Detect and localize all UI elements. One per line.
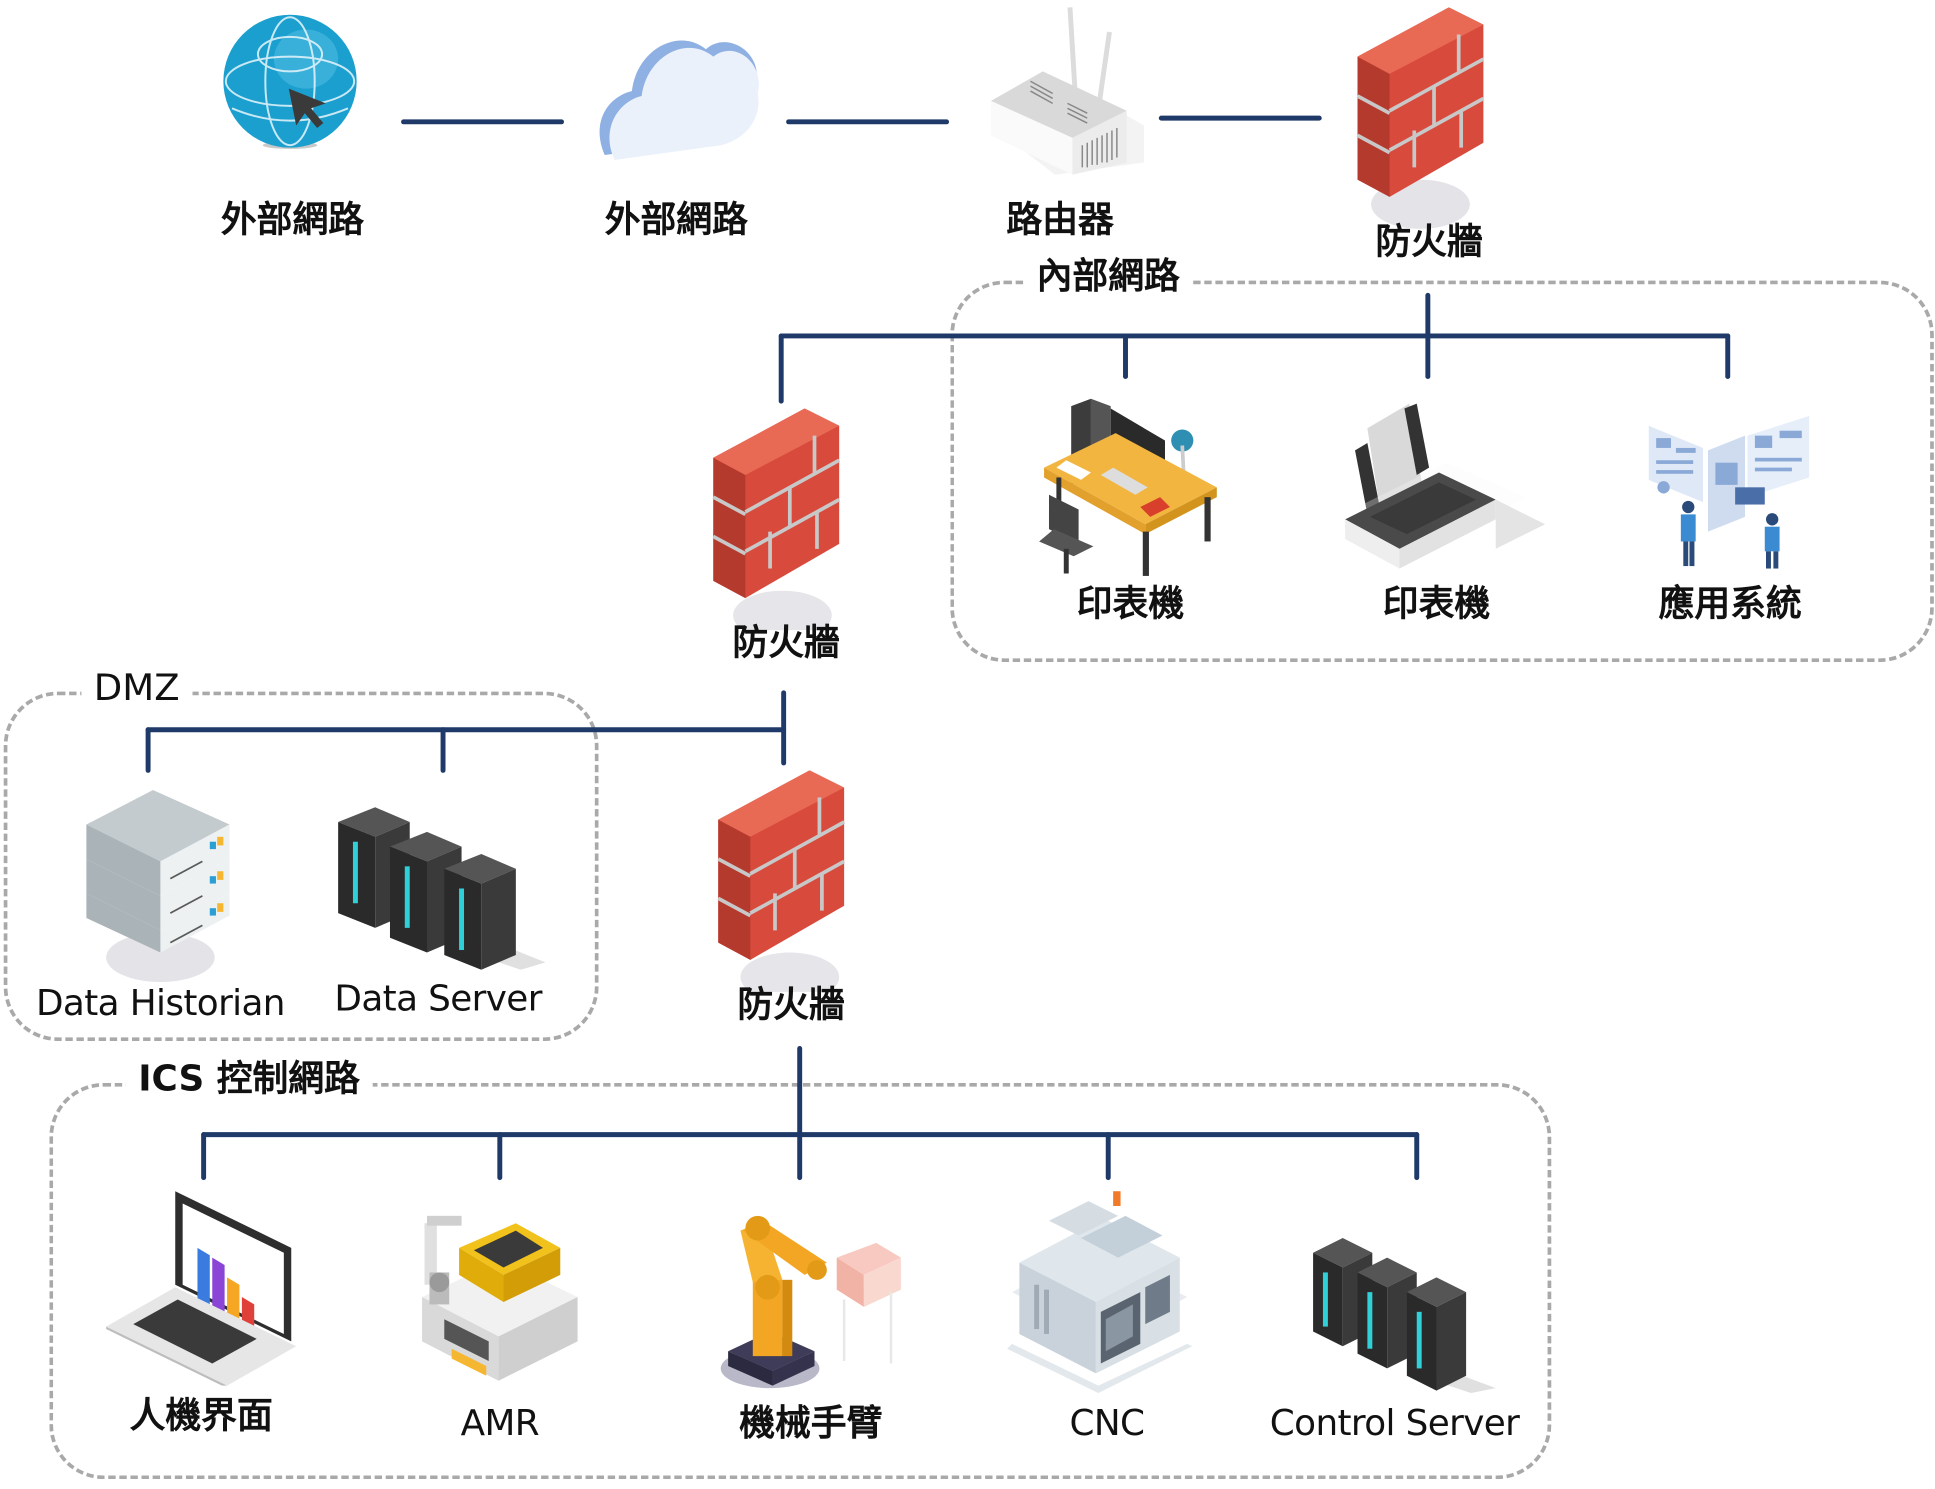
node-label-data-server: Data Server bbox=[334, 977, 542, 1019]
firewall-edge-node bbox=[1353, 7, 1489, 229]
server-stack-icon bbox=[86, 790, 230, 983]
firewall-internal-dmz-node bbox=[708, 408, 844, 640]
printer-icon bbox=[1345, 403, 1546, 569]
robot-arm-icon bbox=[720, 1215, 901, 1389]
zone-title-ics: ICS 控制網路 bbox=[125, 1060, 373, 1097]
firewall-dmz-ics-node bbox=[713, 770, 849, 1002]
cloud-icon bbox=[599, 40, 759, 160]
server-rack-icon bbox=[1313, 1237, 1496, 1394]
firewall-icon bbox=[717, 770, 846, 1002]
zone-title-dmz: DMZ bbox=[81, 670, 192, 708]
node-label-control-server: Control Server bbox=[1269, 1401, 1520, 1444]
node-label-cnc: CNC bbox=[1069, 1401, 1146, 1444]
router-icon bbox=[990, 7, 1145, 175]
zone-title-internal: 內部網路 bbox=[1024, 258, 1193, 295]
laptop-chart-icon bbox=[106, 1191, 297, 1386]
node-label-firewall-internal-dmz: 防火牆 bbox=[732, 621, 840, 664]
cnc-machine-icon bbox=[1007, 1191, 1193, 1394]
node-label-data-historian: Data Historian bbox=[35, 982, 286, 1024]
app-dashboard-icon bbox=[1648, 415, 1810, 569]
zone-internal-network bbox=[950, 280, 1934, 663]
node-label-app-system: 應用系統 bbox=[1658, 582, 1802, 624]
node-label-hmi: 人機界面 bbox=[129, 1394, 273, 1437]
node-label-robot-arm: 機械手臂 bbox=[739, 1401, 883, 1444]
node-label-internet-cloud: 外部網路 bbox=[604, 198, 748, 240]
firewall-icon bbox=[1356, 7, 1485, 229]
zone-dmz bbox=[3, 691, 599, 1042]
node-label-firewall-edge: 防火牆 bbox=[1375, 220, 1483, 263]
amr-robot-icon bbox=[422, 1215, 578, 1381]
firewall-icon bbox=[712, 408, 841, 640]
node-label-printer: 印表機 bbox=[1382, 582, 1491, 624]
node-label-firewall-dmz-ics: 防火牆 bbox=[737, 983, 845, 1026]
node-label-router: 路由器 bbox=[1006, 198, 1114, 240]
node-label-internet-globe: 外部網路 bbox=[220, 198, 365, 240]
node-label-workstation: 印表機 bbox=[1076, 582, 1185, 624]
node-label-amr: AMR bbox=[460, 1401, 540, 1444]
server-rack-icon bbox=[338, 807, 546, 970]
workstation-desk-icon bbox=[1039, 398, 1217, 576]
globe-cursor-icon bbox=[223, 14, 357, 149]
